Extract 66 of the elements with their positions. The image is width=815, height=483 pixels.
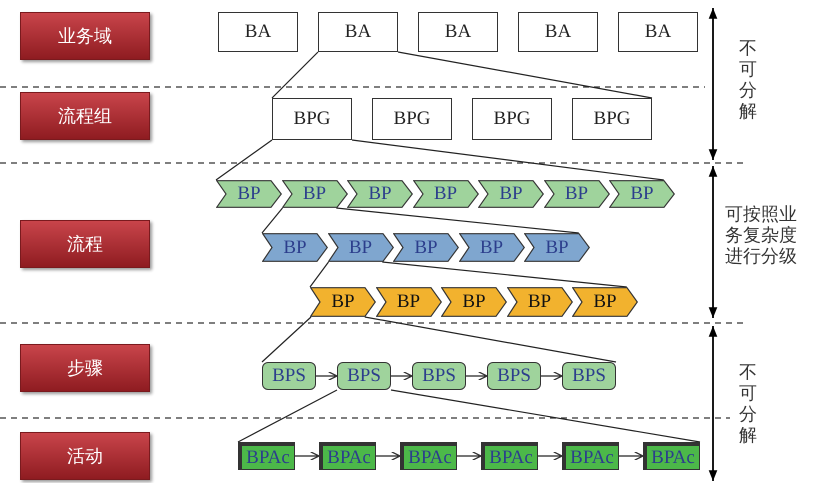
- activity-box: BPAc: [481, 442, 538, 470]
- arrow: [541, 371, 563, 381]
- connector-line: [310, 262, 329, 288]
- arrow: [466, 371, 488, 381]
- connector-line: [390, 389, 700, 443]
- chevron-box: BP: [262, 233, 328, 262]
- side-note: 不可分解: [738, 38, 758, 122]
- connector-line: [216, 140, 272, 180]
- process-box: BPG: [572, 98, 652, 140]
- activity-box: BPAc: [400, 442, 457, 470]
- chevron-box: BP: [328, 233, 394, 262]
- process-box: BA: [618, 12, 698, 52]
- category-box: 步骤: [20, 344, 150, 392]
- connector-line: [398, 51, 652, 99]
- chevron-box: BP: [393, 233, 459, 262]
- connector-line: [262, 316, 312, 362]
- arrow: [391, 371, 413, 381]
- connector-line: [238, 389, 338, 443]
- rounded-box: BPS: [562, 362, 616, 390]
- arrow: [316, 371, 338, 381]
- category-box: 流程组: [20, 92, 150, 140]
- chevron-box: BP: [441, 287, 507, 317]
- chevron-box: BP: [412, 180, 478, 208]
- arrow: [457, 451, 482, 461]
- rounded-box: BPS: [412, 362, 466, 390]
- category-box: 流程: [20, 220, 150, 268]
- chevron-box: BP: [376, 287, 442, 317]
- connector-line: [364, 316, 616, 363]
- connector-line: [336, 207, 579, 234]
- chevron-box: BP: [609, 180, 675, 208]
- rounded-box: BPS: [487, 362, 541, 390]
- chevron-box: BP: [282, 180, 348, 208]
- arrow: [619, 451, 644, 461]
- chevron-box: BP: [572, 287, 638, 317]
- category-box: 活动: [20, 432, 150, 480]
- chevron-box: BP: [478, 180, 544, 208]
- process-box: BA: [418, 12, 498, 52]
- arrow: [295, 451, 320, 461]
- process-box: BPG: [272, 98, 352, 140]
- chevron-box: BP: [458, 233, 524, 262]
- side-note: 可按照业务复杂度进行分级: [724, 204, 798, 267]
- process-box: BA: [218, 12, 298, 52]
- chevron-box: BP: [347, 180, 413, 208]
- process-box: BA: [318, 12, 398, 52]
- arrow: [538, 451, 563, 461]
- connector-line: [262, 208, 283, 234]
- process-box: BPG: [372, 98, 452, 140]
- chevron-box: BP: [216, 180, 282, 208]
- connector-line: [382, 261, 627, 288]
- activity-box: BPAc: [562, 442, 619, 470]
- activity-box: BPAc: [238, 442, 295, 470]
- chevron-box: BP: [524, 233, 590, 262]
- process-box: BA: [518, 12, 598, 52]
- chevron-box: BP: [544, 180, 610, 208]
- side-note: 不可分解: [738, 362, 758, 446]
- chevron-box: BP: [310, 287, 376, 317]
- activity-box: BPAc: [643, 442, 700, 470]
- arrow: [376, 451, 401, 461]
- process-box: BPG: [472, 98, 552, 140]
- chevron-box: BP: [506, 287, 572, 317]
- rounded-box: BPS: [262, 362, 316, 390]
- activity-box: BPAc: [319, 442, 376, 470]
- connector-line: [352, 139, 664, 181]
- rounded-box: BPS: [337, 362, 391, 390]
- category-box: 业务域: [20, 12, 150, 60]
- connector-line: [272, 52, 318, 98]
